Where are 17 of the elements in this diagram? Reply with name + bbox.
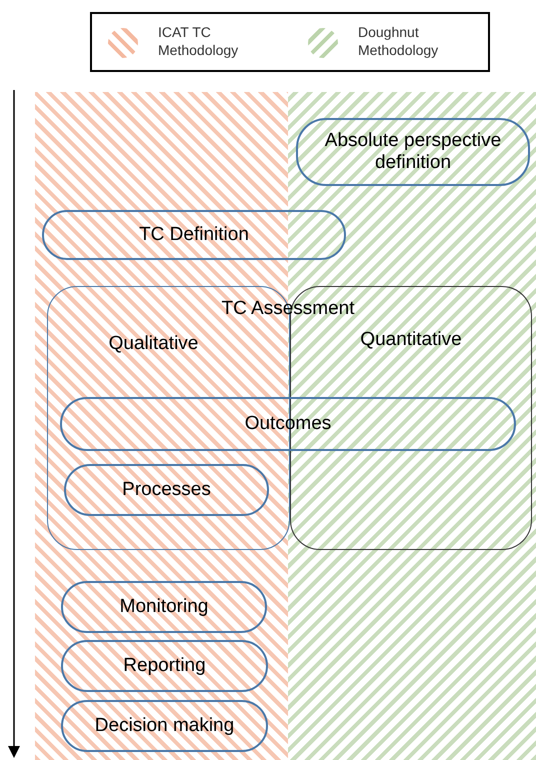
rounded-box bbox=[64, 464, 269, 516]
rounded-box bbox=[296, 118, 530, 186]
box-label: Reporting bbox=[123, 655, 206, 677]
box-label: Decision making bbox=[94, 715, 234, 737]
legend-label: ICAT TC Methodology bbox=[158, 23, 240, 59]
box-label: Monitoring bbox=[120, 596, 208, 618]
rounded-box bbox=[61, 640, 268, 692]
box-label: Absolute perspective definition bbox=[324, 130, 502, 174]
rounded-box bbox=[60, 397, 516, 451]
box-label: TC Definition bbox=[139, 224, 249, 246]
rounded-box bbox=[61, 581, 267, 633]
box-label: Processes bbox=[122, 479, 211, 501]
rounded-box bbox=[61, 700, 268, 752]
box-label: Qualitative bbox=[108, 333, 198, 355]
box-label: Quantitative bbox=[360, 329, 462, 351]
rounded-box bbox=[42, 210, 346, 260]
legend-label: Doughnut Methodology bbox=[358, 23, 440, 59]
